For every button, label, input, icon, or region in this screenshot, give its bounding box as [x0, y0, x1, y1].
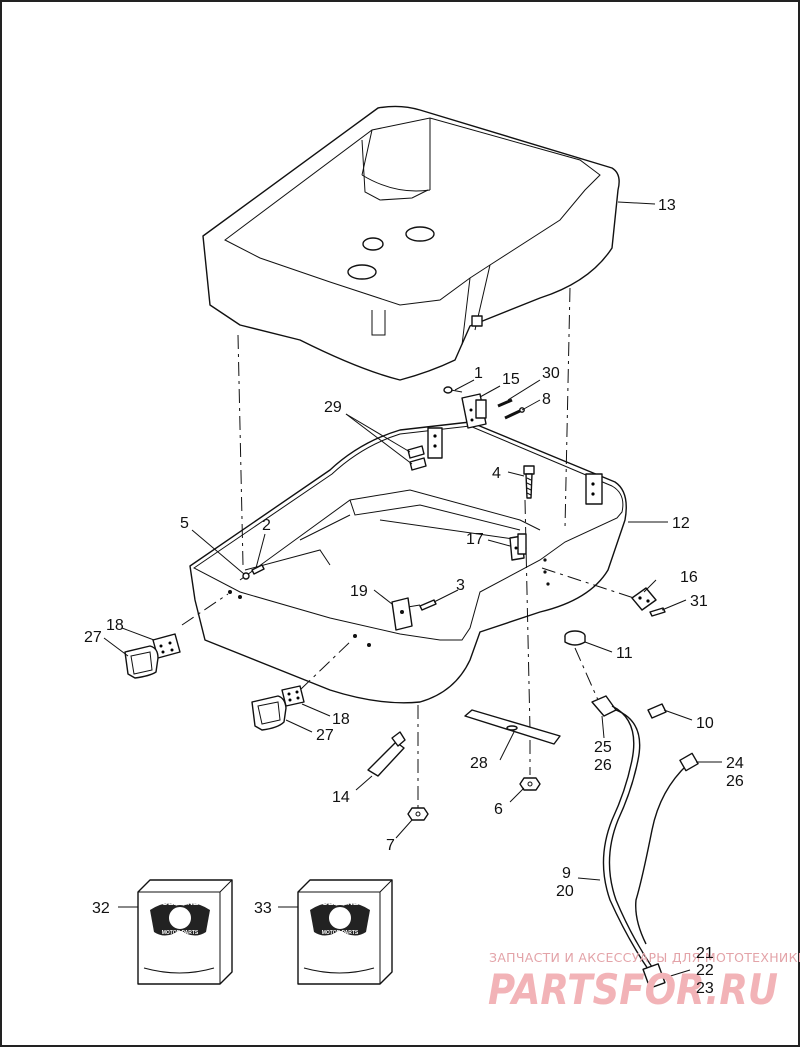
- part-30-pin: [497, 398, 513, 408]
- part-16-plate: [631, 587, 657, 611]
- callout-19: 19: [350, 583, 368, 600]
- part-15-hinge: [461, 393, 487, 429]
- part-1-screw: [443, 386, 463, 394]
- part-3-screw: [419, 599, 437, 611]
- part-28-plate: [464, 709, 561, 745]
- callout-22: 22: [696, 962, 714, 979]
- watermark-brand: PARTSFOR.RU: [488, 965, 778, 1014]
- watermark-tagline: ЗАПЧАСТИ И АКСЕССУАРЫ ДЛЯ МОТОТЕХНИКИ: [489, 950, 800, 965]
- kit-logo-motor-parts: MOTOR PARTS: [162, 930, 199, 936]
- callout-6: 6: [494, 801, 503, 818]
- callout-2: 2: [262, 517, 271, 534]
- kit-logo-motor-parts: MOTOR PARTS: [322, 930, 359, 936]
- callout-7: 7: [386, 837, 395, 854]
- callout-27-left: 27: [84, 629, 102, 646]
- callout-20: 20: [556, 883, 574, 900]
- part-12-base: [189, 421, 627, 704]
- callout-24: 24: [726, 755, 744, 772]
- part-17-bracket: [509, 533, 527, 561]
- callout-8: 8: [542, 391, 551, 408]
- kit-logo-genuine: GENUINE: [322, 898, 359, 907]
- callout-12: 12: [672, 515, 690, 532]
- part-19-bracket: [391, 597, 413, 631]
- callout-5: 5: [180, 515, 189, 532]
- callout-13: 13: [658, 197, 676, 214]
- part-5-pin: [242, 572, 250, 580]
- alignment-lines: [181, 287, 641, 810]
- callout-11: 11: [616, 645, 633, 662]
- leader-lines: [103, 201, 722, 979]
- callout-33: 33: [254, 900, 272, 917]
- callout-16: 16: [680, 569, 698, 586]
- callout-29: 29: [324, 399, 342, 416]
- callout-23: 23: [696, 980, 714, 997]
- callout-31: 31: [690, 593, 708, 610]
- callout-30: 30: [542, 365, 560, 382]
- callout-25: 25: [594, 739, 612, 756]
- part-31-screw: [649, 607, 666, 617]
- callout-9: 9: [562, 865, 571, 882]
- watermark: ЗАПЧАСТИ И АКСЕССУАРЫ ДЛЯ МОТОТЕХНИКИ PA…: [488, 950, 800, 1014]
- callout-labels: 13 1 15 30 8 29 4 12 5 2 17 19 3 16 31 1…: [84, 197, 744, 997]
- part-4-bolt: [523, 465, 535, 499]
- callout-1: 1: [474, 365, 483, 382]
- callout-28: 28: [470, 755, 488, 772]
- callout-14: 14: [332, 789, 350, 806]
- part-32-kit-box: GENUINE MOTOR PARTS: [137, 879, 233, 985]
- callout-26-a: 26: [594, 757, 612, 774]
- part-14-bracket: [367, 731, 406, 777]
- part-11-grommet: [564, 630, 586, 646]
- part-13-liner: [202, 105, 620, 381]
- kit-logo-genuine: GENUINE: [162, 898, 199, 907]
- callout-15: 15: [502, 371, 520, 388]
- part-6-nut: [519, 777, 541, 791]
- part-9-harness: [591, 695, 699, 989]
- callout-18-lower: 18: [332, 711, 350, 728]
- part-2-screw: [251, 564, 265, 575]
- part-7-nut: [407, 807, 429, 821]
- part-8-pin: [504, 407, 525, 420]
- callout-26-b: 26: [726, 773, 744, 790]
- part-29-pins: [407, 445, 427, 471]
- callout-21: 21: [696, 945, 714, 962]
- part-27-reflector-left: [124, 645, 159, 679]
- callout-3: 3: [456, 577, 465, 594]
- callout-17: 17: [466, 531, 484, 548]
- callout-27-lower: 27: [316, 727, 334, 744]
- part-10-clip: [647, 703, 667, 719]
- part-18-pad-left: [152, 633, 181, 659]
- part-27-reflector-lower: [251, 695, 287, 731]
- part-33-kit-box: GENUINE MOTOR PARTS: [297, 879, 393, 985]
- callout-10: 10: [696, 715, 714, 732]
- callout-18-left: 18: [106, 617, 124, 634]
- callout-4: 4: [492, 465, 501, 482]
- callout-32: 32: [92, 900, 110, 917]
